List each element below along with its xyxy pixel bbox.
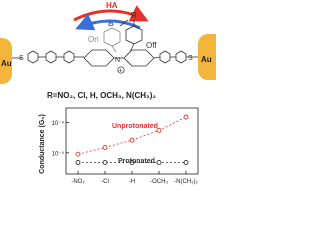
left-sulfur-label: S — [19, 55, 24, 62]
conductance-chart: Conductance (G₀) 10⁻⁵ 10⁻⁴ -NO₂ -Cl -H -OCH₃… — [39, 107, 199, 185]
positive-charge-label: + — [119, 68, 123, 75]
data-point — [102, 160, 108, 165]
data-point — [102, 145, 108, 150]
y-tick-label: 10⁻⁵ — [52, 150, 65, 157]
data-point — [129, 160, 135, 165]
data-point — [156, 160, 162, 165]
data-point — [129, 137, 135, 143]
left-gold-electrode — [0, 38, 12, 84]
on-state-ring — [103, 27, 121, 53]
y-tick-label: 10⁻⁴ — [52, 120, 65, 127]
nitrogen-label: N — [115, 57, 120, 64]
ha-label: HA — [106, 1, 118, 10]
rotation-arrow — [119, 19, 129, 27]
b-label: B — [108, 19, 114, 28]
x-tick-label: -N(CH₃)₂ — [174, 179, 198, 185]
r-group-definition: R=NO₂, Cl, H, OCH₃, N(CH₃)₂ — [47, 91, 156, 100]
y-axis-label: Conductance (G₀) — [39, 114, 46, 174]
x-tick-label: -NO₂ — [71, 179, 85, 185]
x-tick-label: -Cl — [101, 179, 109, 185]
left-electrode-label: Au — [1, 59, 12, 68]
figure-canvas: HA B Au Au On Off R — [0, 1, 216, 185]
data-point — [156, 127, 162, 133]
data-point — [75, 160, 81, 165]
off-state-label: Off — [146, 41, 157, 50]
substituent-r-label: R — [131, 11, 137, 20]
unprotonated-series-label: Unprotonated — [112, 123, 158, 130]
positive-charge-circle — [117, 66, 125, 74]
on-state-label: On — [88, 35, 99, 44]
right-gold-electrode — [198, 34, 216, 80]
x-tick-label: -H — [129, 179, 135, 185]
x-tick-label: -OCH₃ — [150, 179, 168, 185]
data-point — [183, 114, 189, 120]
right-electrode-label: Au — [201, 55, 212, 64]
data-point — [75, 151, 81, 157]
data-point — [183, 160, 189, 165]
b-arrow — [75, 13, 141, 31]
molecular-backbone — [12, 20, 198, 67]
right-sulfur-label: S — [188, 55, 193, 62]
protonated-series-label: Protonated — [118, 158, 155, 165]
